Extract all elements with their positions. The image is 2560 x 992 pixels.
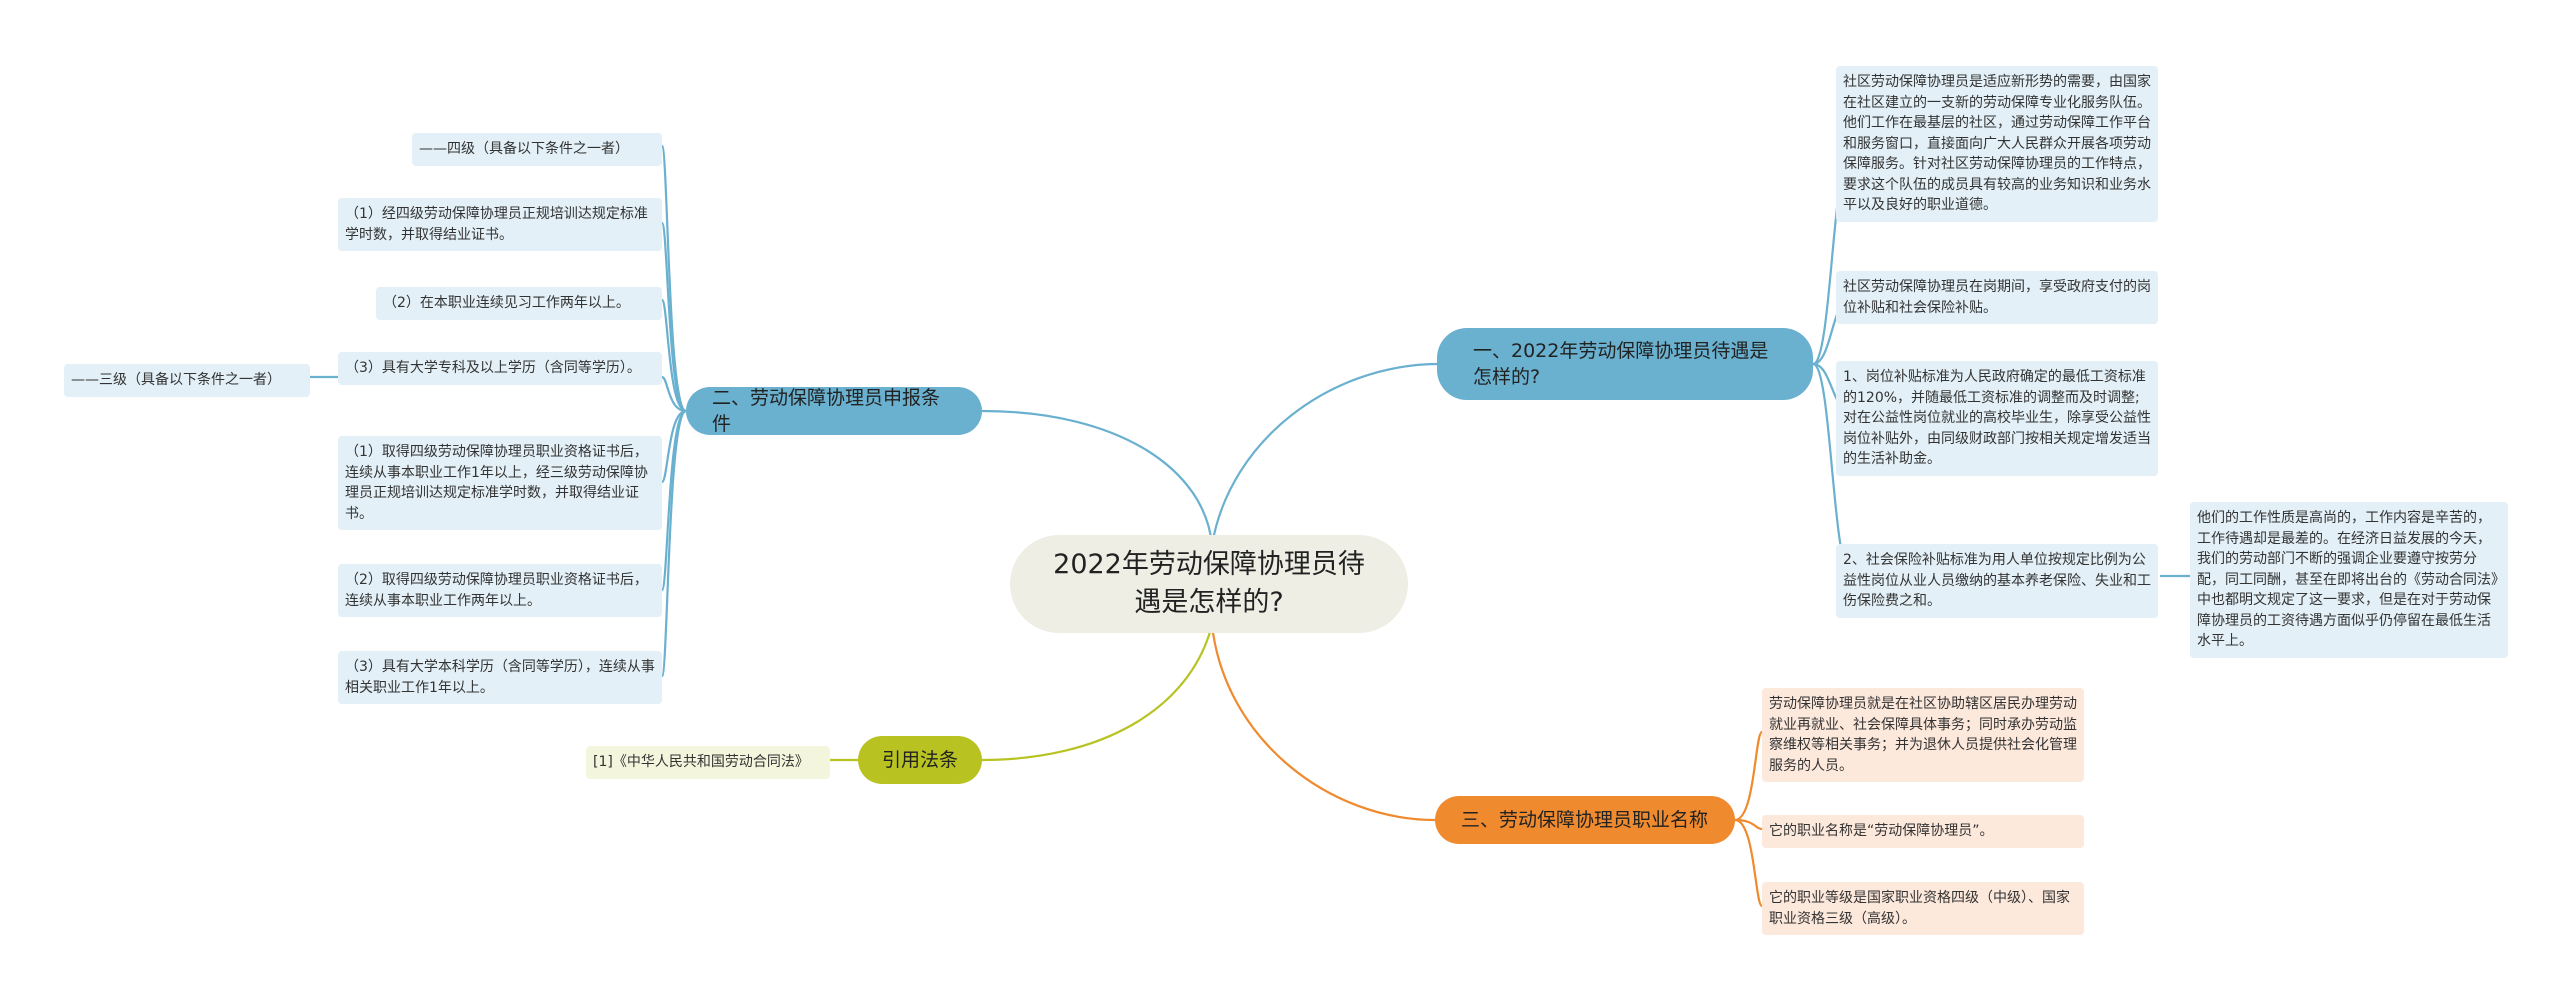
leaf-post-subsidy-standard[interactable]: 1、岗位补贴标准为人民政府确定的最低工资标准的120%，并随最低工资标准的调整而… (1836, 361, 2158, 476)
leaf-level4-condition-1[interactable]: （1）经四级劳动保障协理员正规培训达规定标准学时数，并取得结业证书。 (338, 198, 662, 251)
leaf-level4-heading[interactable]: ——四级（具备以下条件之一者） (412, 133, 662, 166)
leaf-social-insurance-subsidy[interactable]: 2、社会保险补贴标准为用人单位按规定比例为公益性岗位从业人员缴纳的基本养老保险、… (1836, 544, 2158, 618)
leaf-level4-condition-3[interactable]: （3）具有大学专科及以上学历（含同等学历）。 (338, 352, 662, 385)
leaf-job-name[interactable]: 它的职业名称是“劳动保障协理员”。 (1762, 815, 2084, 848)
leaf-level3-condition-3[interactable]: （3）具有大学本科学历（含同等学历），连续从事相关职业工作1年以上。 (338, 651, 662, 704)
connector-root-branch4 (981, 624, 1214, 762)
leaf-job-level[interactable]: 它的职业等级是国家职业资格四级（中级）、国家职业资格三级（高级）。 (1762, 882, 2084, 935)
leaf-level3-condition-1[interactable]: （1）取得四级劳动保障协理员职业资格证书后，连续从事本职业工作1年以上，经三级劳… (338, 436, 662, 530)
leaf-level3-condition-2[interactable]: （2）取得四级劳动保障协理员职业资格证书后，连续从事本职业工作两年以上。 (338, 564, 662, 617)
leaf-job-definition[interactable]: 劳动保障协理员就是在社区协助辖区居民办理劳动就业再就业、社会保障具体事务；同时承… (1762, 688, 2084, 782)
root-topic[interactable]: 2022年劳动保障协理员待遇是怎样的? (1010, 535, 1408, 633)
connector-root-branch1 (1210, 362, 1438, 546)
branch-job-title[interactable]: 三、劳动保障协理员职业名称 (1435, 796, 1735, 844)
leaf-work-nature[interactable]: 他们的工作性质是高尚的，工作内容是辛苦的，工作待遇却是最差的。在经济日益发展的今… (2190, 502, 2508, 658)
leaf-level4-condition-2[interactable]: （2）在本职业连续见习工作两年以上。 (376, 287, 662, 320)
connector-root-branch3 (1210, 624, 1436, 822)
branch-application-conditions[interactable]: 二、劳动保障协理员申报条件 (686, 387, 982, 435)
leaf-level3-heading[interactable]: ——三级（具备以下条件之一者） (64, 364, 310, 397)
leaf-treatment-intro[interactable]: 社区劳动保障协理员是适应新形势的需要，由国家在社区建立的一支新的劳动保障专业化服… (1836, 66, 2158, 222)
branch-treatment[interactable]: 一、2022年劳动保障协理员待遇是怎样的? (1437, 328, 1813, 400)
connector-root-branch2 (981, 409, 1214, 546)
leaf-labor-contract-law[interactable]: [1]《中华人民共和国劳动合同法》 (586, 746, 830, 779)
branch-cited-law[interactable]: 引用法条 (858, 736, 982, 784)
leaf-treatment-subsidy[interactable]: 社区劳动保障协理员在岗期间，享受政府支付的岗位补贴和社会保险补贴。 (1836, 271, 2158, 324)
